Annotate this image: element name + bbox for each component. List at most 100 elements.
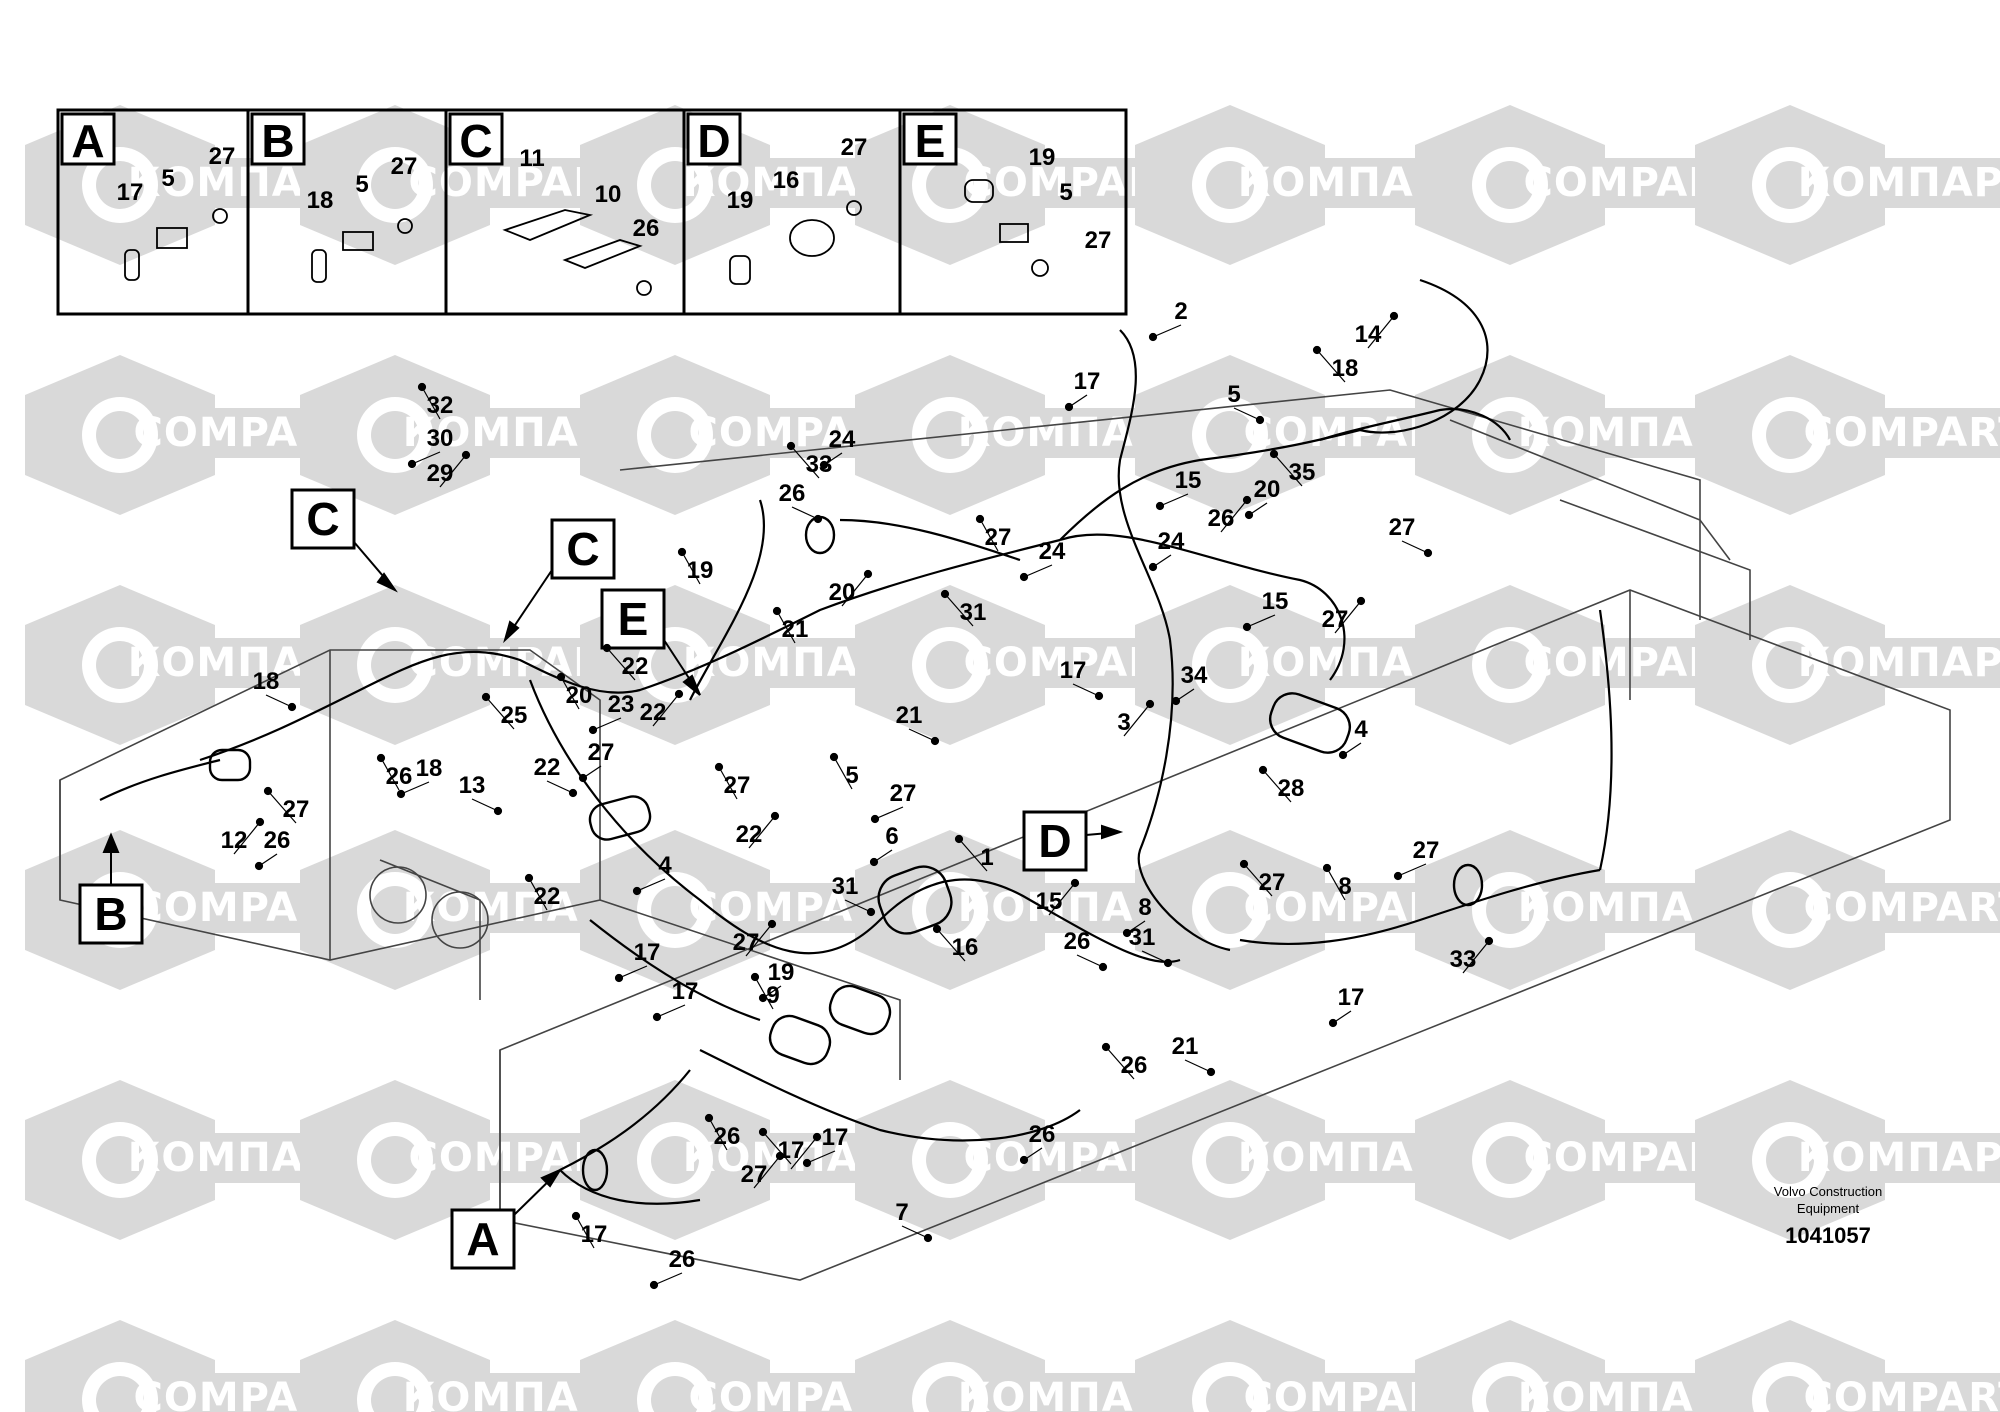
- callout-number: 17: [1060, 657, 1087, 684]
- fastener-dot: [1269, 449, 1279, 459]
- view-label-boxes: [78, 488, 1088, 1270]
- leader-line: [1397, 863, 1427, 877]
- leader-line: [790, 1136, 818, 1170]
- callout-number: 19: [687, 557, 714, 584]
- leader-line: [1141, 950, 1169, 964]
- leader-line: [1123, 703, 1151, 737]
- callout-number: 19: [768, 959, 795, 986]
- fastener-dot: [407, 459, 417, 469]
- leader-line: [653, 1272, 683, 1286]
- fastener-dot: [750, 972, 760, 982]
- leader-line: [528, 877, 548, 911]
- watermark-tile: COMPART: [1695, 355, 2000, 515]
- leader-line: [936, 928, 966, 962]
- callout-number: 15: [1036, 888, 1063, 915]
- leader-line: [636, 878, 666, 892]
- view-label-arrows: [102, 541, 1124, 1216]
- fastener-dot: [524, 873, 534, 883]
- leader-line: [1105, 1046, 1135, 1080]
- callout-number: 8: [1138, 894, 1151, 921]
- detail-callout: 27: [209, 143, 236, 170]
- fastener-dot: [568, 788, 578, 798]
- callout-number: 6: [885, 823, 898, 850]
- callout-number: 27: [724, 772, 751, 799]
- credit-line-2: Equipment: [1797, 1201, 1860, 1216]
- fastener-dot: [1393, 871, 1403, 881]
- leader-line: [560, 676, 580, 710]
- leader-line: [471, 798, 499, 812]
- watermark-tile: COMPART: [1415, 105, 1746, 265]
- fastener-dot: [396, 789, 406, 799]
- fastener-dot: [786, 441, 796, 451]
- fastener-dot: [417, 382, 427, 392]
- detail-part-sketches: [124, 179, 1049, 296]
- fastener-dot: [767, 919, 777, 929]
- callout-number: 35: [1289, 459, 1316, 486]
- fastener-dot: [1312, 345, 1322, 355]
- fastener-dot: [1356, 596, 1366, 606]
- leader-line: [841, 573, 869, 607]
- fastener-dot: [863, 569, 873, 579]
- leader-line: [421, 386, 441, 420]
- leader-line: [1316, 349, 1346, 383]
- fastener-dot: [932, 924, 942, 934]
- callout-number: 5: [1227, 381, 1240, 408]
- svg-text:КОМПАРТ: КОМПАРТ: [1798, 640, 2000, 686]
- callout-number: 17: [822, 1124, 849, 1151]
- watermark-tile: КОМПАРТ: [1695, 1080, 2000, 1240]
- leader-line: [762, 1131, 792, 1165]
- fastener-dot: [1122, 928, 1132, 938]
- leader-line: [718, 766, 738, 800]
- fastener-dot: [632, 886, 642, 896]
- leader-line: [485, 696, 515, 730]
- fastener-dot: [376, 753, 386, 763]
- leader-line: [753, 1155, 781, 1189]
- leader-line: [1262, 769, 1292, 803]
- callout-number: 32: [427, 392, 454, 419]
- watermark-tile: КОМПАРТ: [1135, 105, 1471, 265]
- callout-number: 14: [1355, 321, 1382, 348]
- callout-number: 27: [985, 524, 1012, 551]
- callout-number: 22: [736, 821, 763, 848]
- callout-number: 15: [1175, 467, 1202, 494]
- leader-line: [790, 445, 820, 479]
- leader-line: [944, 593, 974, 627]
- watermark-tile: КОМПАРТ: [1135, 1080, 1471, 1240]
- fastener-dot: [812, 1132, 822, 1142]
- callout-number: 30: [427, 425, 454, 452]
- callout-number: 26: [386, 763, 413, 790]
- leader-line: [844, 899, 872, 913]
- leader-line: [901, 1225, 929, 1239]
- fastener-dot: [1101, 1042, 1111, 1052]
- leader-line: [1243, 863, 1273, 897]
- callout-number: 7: [895, 1199, 908, 1226]
- detail-callout: 27: [391, 153, 418, 180]
- callout-number: 17: [778, 1137, 805, 1164]
- view-label-3: B: [94, 888, 127, 940]
- fastener-dot: [287, 702, 297, 712]
- leader-line: [754, 976, 774, 1010]
- callout-number: 24: [829, 426, 856, 453]
- cable-loops: [208, 515, 1484, 1192]
- leader-line: [1401, 540, 1429, 554]
- callout-number: 1: [980, 844, 993, 871]
- leader-line: [776, 610, 796, 644]
- fastener-dot: [802, 1158, 812, 1168]
- callout-number: 26: [1064, 928, 1091, 955]
- watermark-tile: COMPART: [1695, 1320, 2000, 1412]
- fastener-dot: [975, 514, 985, 524]
- leader-line: [806, 1150, 836, 1164]
- fastener-dot: [649, 1280, 659, 1290]
- callout-number: 16: [952, 934, 979, 961]
- leader-line: [958, 838, 988, 872]
- leader-line: [681, 551, 701, 585]
- fastener-dot: [578, 773, 588, 783]
- callout-number: 27: [1322, 606, 1349, 633]
- callout-number: 17: [1338, 984, 1365, 1011]
- callout-number: 27: [1389, 514, 1416, 541]
- callout-number: 33: [1450, 946, 1477, 973]
- leader-line: [656, 1004, 686, 1018]
